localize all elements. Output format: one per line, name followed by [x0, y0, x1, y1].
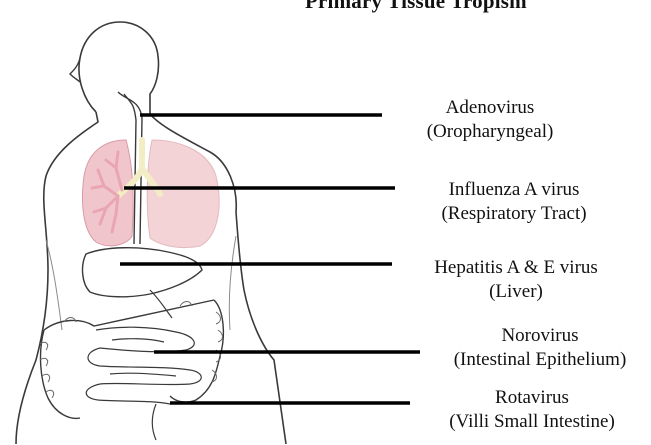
- label-adenovirus-organism: Adenovirus: [427, 96, 554, 120]
- label-norovirus-site: (Intestinal Epithelium): [454, 348, 627, 372]
- label-adenovirus: Adenovirus (Oropharyngeal): [427, 96, 554, 144]
- label-influenza-a-site: (Respiratory Tract): [441, 202, 586, 226]
- label-hepatitis-a-e: Hepatitis A & E virus (Liver): [434, 256, 598, 304]
- small-intestine: [86, 290, 201, 440]
- label-influenza-a: Influenza A virus (Respiratory Tract): [441, 178, 586, 226]
- liver: [83, 248, 202, 297]
- label-rotavirus-site: (Villi Small Intestine): [449, 410, 615, 434]
- label-rotavirus-organism: Rotavirus: [449, 386, 615, 410]
- label-norovirus-organism: Norovirus: [454, 324, 627, 348]
- label-adenovirus-site: (Oropharyngeal): [427, 120, 554, 144]
- label-hepatitis-a-e-organism: Hepatitis A & E virus: [434, 256, 598, 280]
- label-influenza-a-organism: Influenza A virus: [441, 178, 586, 202]
- label-hepatitis-a-e-site: (Liver): [434, 280, 598, 304]
- label-rotavirus: Rotavirus (Villi Small Intestine): [449, 386, 615, 434]
- label-norovirus: Norovirus (Intestinal Epithelium): [454, 324, 627, 372]
